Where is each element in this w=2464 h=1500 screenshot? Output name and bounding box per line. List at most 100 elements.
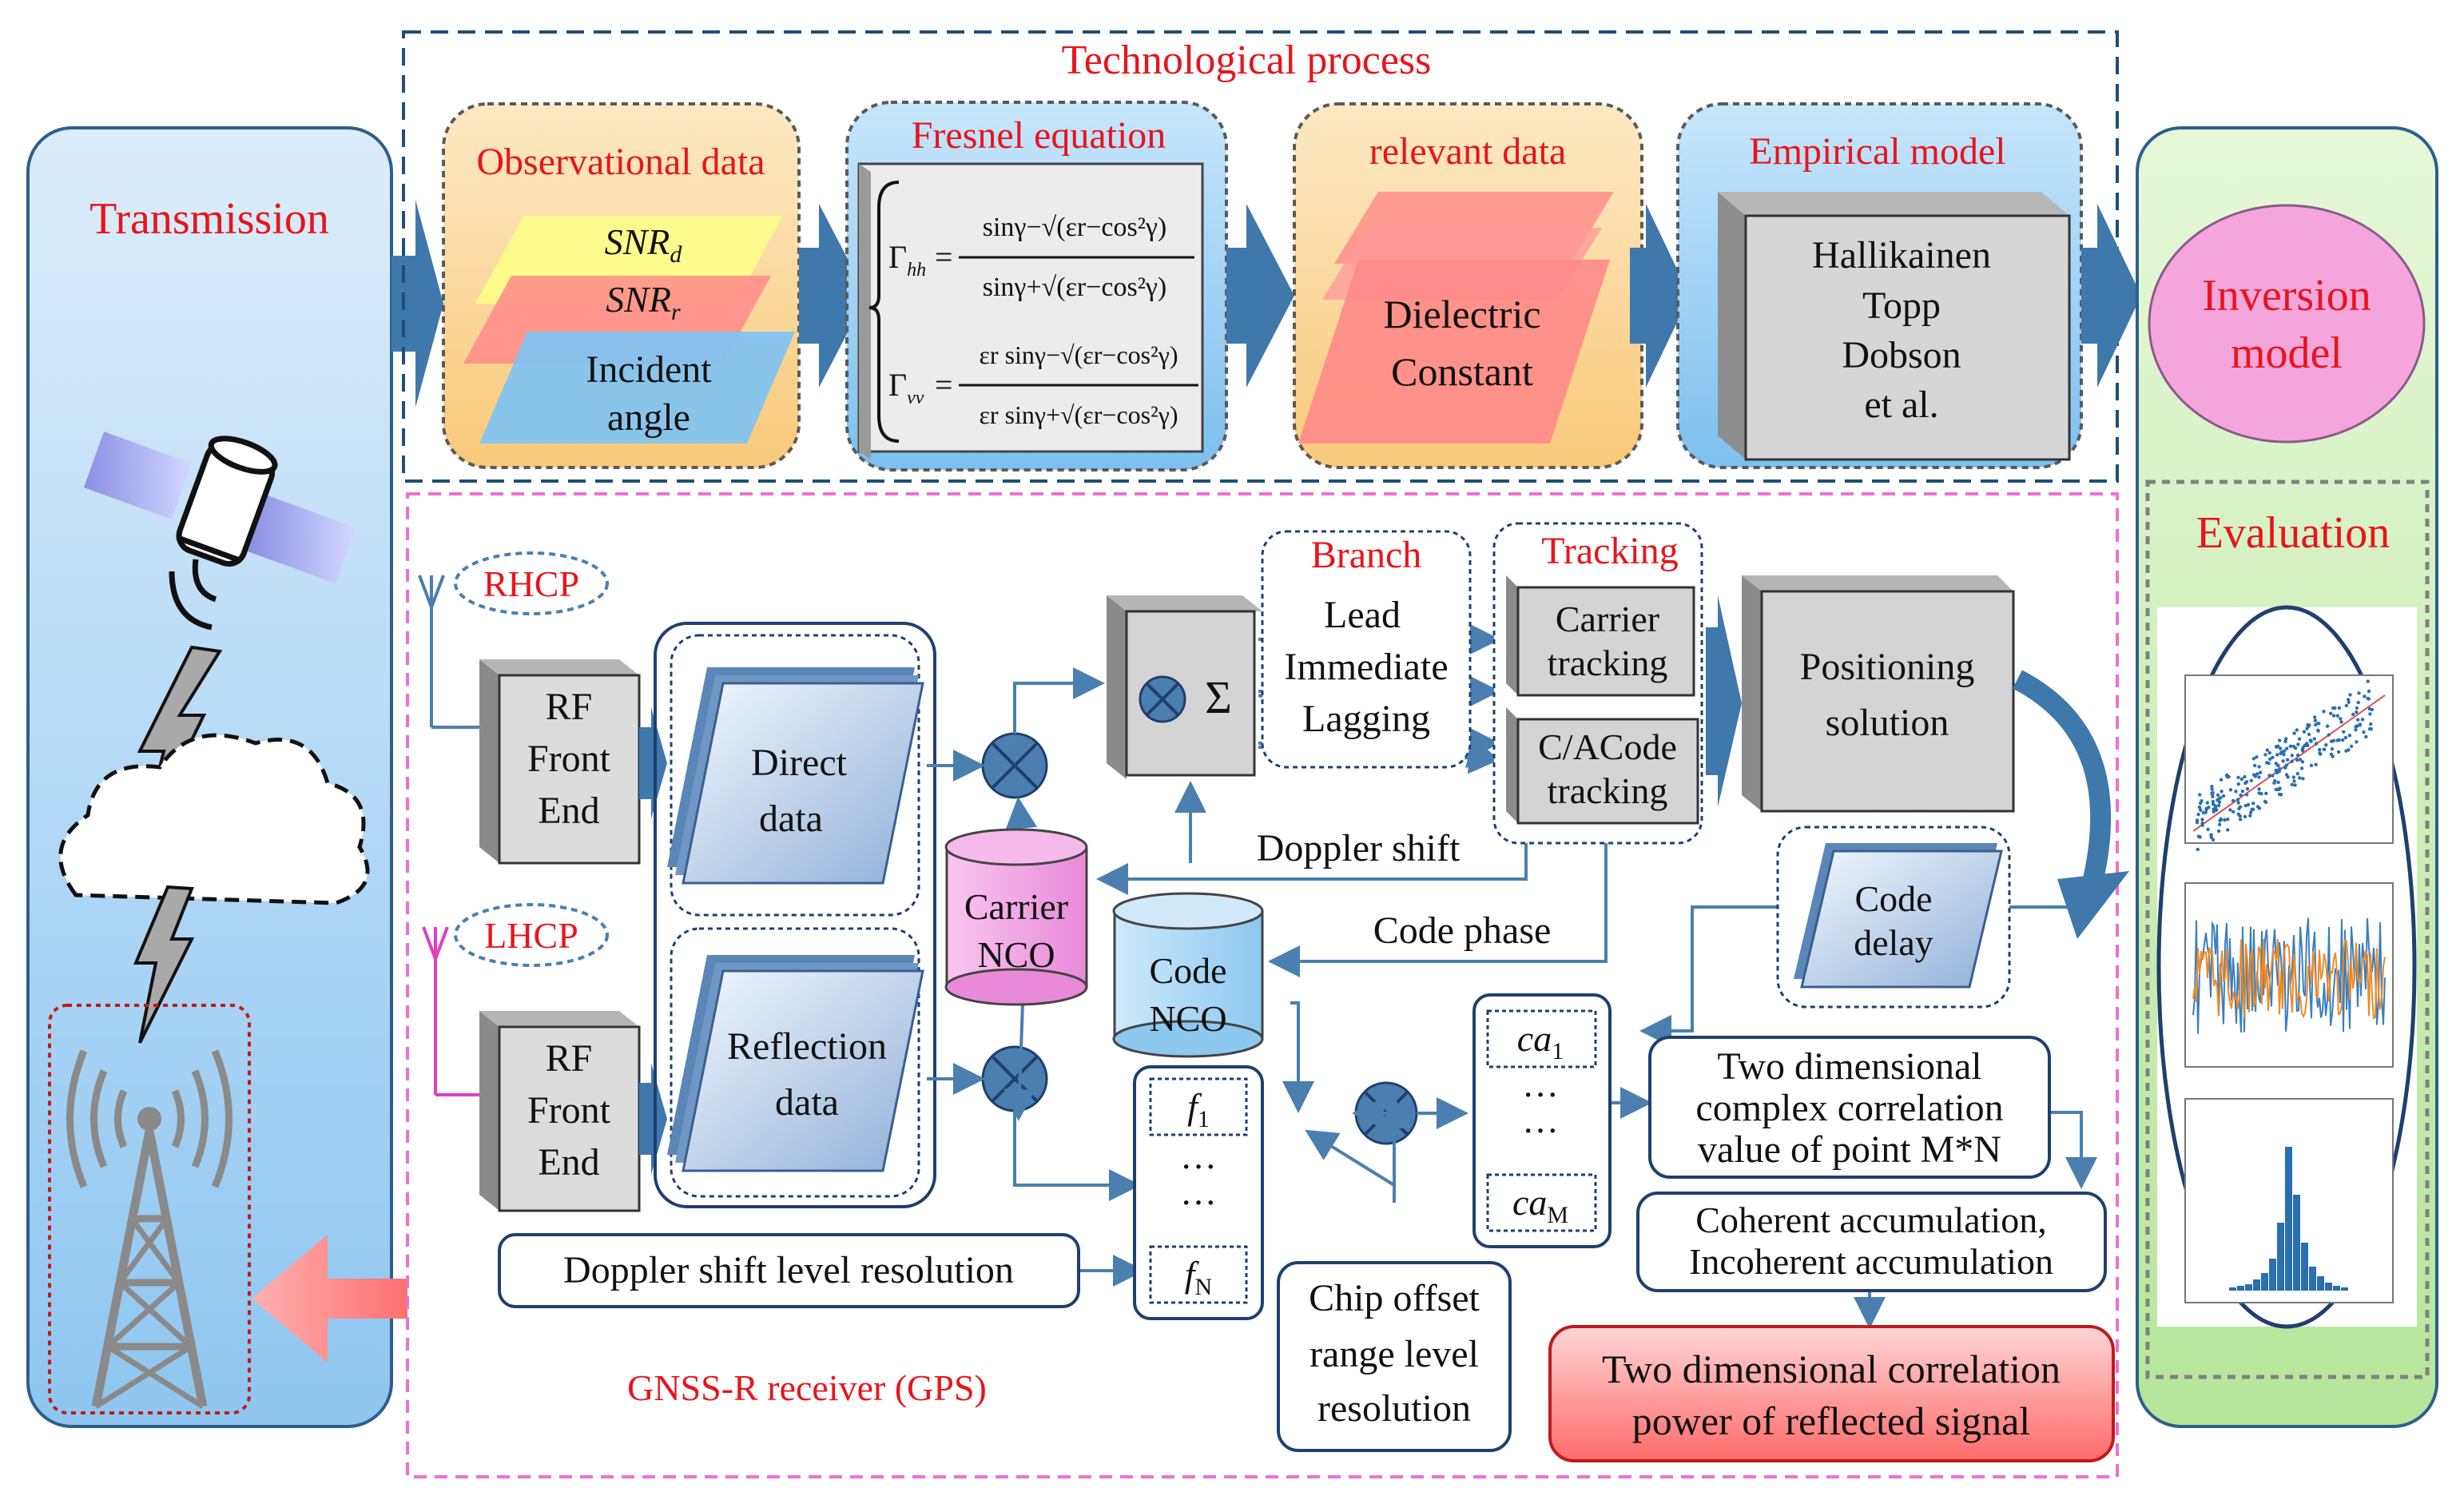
histogram-bar [2229, 1287, 2236, 1291]
scatter-point [2225, 773, 2229, 778]
scatter-point [2282, 749, 2287, 753]
scatter-point [2263, 799, 2267, 804]
scatter-point [2351, 712, 2355, 717]
scatter-point [2309, 763, 2314, 767]
scatter-point [2293, 783, 2297, 787]
receiver-frame [406, 492, 2119, 1478]
scatter-point [2335, 714, 2339, 718]
doppler-resolution-label: Doppler shift level resolution [563, 1249, 1014, 1291]
histogram-bar [2245, 1284, 2252, 1291]
scatter-point [2279, 751, 2283, 756]
accumulation-box [1636, 1192, 2107, 1292]
scatter-point [2296, 742, 2300, 746]
scatter-point [2292, 731, 2296, 735]
scatter-point [2285, 746, 2289, 750]
gamma-hh: Γhh [888, 239, 926, 281]
scatter-point [2251, 757, 2256, 761]
scatter-point [2217, 803, 2221, 808]
histogram-bar [2309, 1267, 2316, 1291]
scatter-point [2286, 775, 2290, 779]
chip-offset-line1: Chip offset [1309, 1277, 1480, 1319]
scatter-point [2284, 763, 2288, 767]
complex-correlation-line3: value of point M*N [1698, 1128, 2001, 1171]
scatter-point [2309, 739, 2313, 743]
scatter-point [2265, 748, 2269, 752]
scatter-point [2367, 689, 2371, 694]
scatter-point [2314, 742, 2319, 746]
scatter-point [2210, 791, 2214, 795]
scatter-point [2356, 718, 2360, 722]
scatter-point [2314, 762, 2318, 766]
scatter-point [2295, 728, 2299, 732]
svg-text:delay: delay [1854, 922, 1933, 963]
histogram-bar [2261, 1273, 2268, 1291]
scatter-point [2336, 750, 2341, 754]
dielectric-label: Dielectric [1383, 292, 1540, 336]
svg-text:NCO: NCO [1149, 998, 1226, 1039]
scatter-point [2358, 723, 2362, 727]
scatter-point [2363, 694, 2367, 698]
scatter-point [2228, 788, 2233, 792]
scatter-point [2255, 772, 2259, 776]
scatter-points [2195, 679, 2375, 852]
scatter-point [2322, 747, 2326, 751]
scatter-point [2255, 755, 2259, 759]
scatter-point [2231, 798, 2235, 803]
histogram-bar [2341, 1287, 2348, 1291]
svg-text:End: End [538, 790, 599, 832]
scatter-point [2349, 744, 2354, 749]
svg-text:RF: RF [546, 1037, 593, 1080]
scatter-point [2299, 766, 2304, 770]
correlation-power-box [1548, 1325, 2115, 1462]
fresnel-den-vv: εr sinγ+√(εr−cos²γ) [979, 400, 1178, 429]
svg-text:End: End [538, 1141, 599, 1184]
scatter-point [2307, 732, 2311, 737]
scatter-point [2278, 786, 2282, 790]
direct-data-shape: Direct data [667, 667, 924, 885]
scatter-point [2347, 734, 2352, 738]
fresnel-title: Fresnel equation [912, 114, 1166, 157]
scatter-point [2276, 780, 2280, 785]
scatter-point [2245, 793, 2249, 797]
scatter-point [2327, 733, 2331, 737]
histogram-bar [2237, 1286, 2244, 1291]
code-delay-shape: Code delay [1794, 843, 2003, 989]
branch-immediate: Immediate [1284, 646, 1448, 688]
scatter-point [2211, 794, 2215, 798]
scatter-point [2341, 738, 2345, 742]
scatter-point [2234, 790, 2238, 794]
correlator-block: Σ [1107, 595, 1262, 779]
svg-text:Code: Code [1854, 878, 1932, 919]
process-arrow-4 [2081, 204, 2141, 388]
relevant-title: relevant data [1369, 130, 1567, 173]
svg-text:C/ACode: C/ACode [1538, 726, 1677, 767]
scatter-point [2355, 710, 2359, 714]
scatter-point [2354, 725, 2358, 729]
scatter-point [2313, 715, 2317, 719]
scatter-point [2274, 762, 2279, 766]
scatter-point [2201, 810, 2206, 815]
svg-text:Positioning: Positioning [1800, 646, 1975, 688]
scatter-point [2291, 775, 2295, 779]
scatter-point [2347, 700, 2351, 704]
scatter-point [2275, 753, 2279, 757]
svg-text:Carrier: Carrier [964, 886, 1068, 927]
scatter-point [2312, 737, 2316, 741]
scatter-point [2301, 749, 2305, 753]
scatter-point [2329, 752, 2334, 756]
scatter-point [2356, 700, 2360, 705]
scatter-point [2200, 821, 2204, 826]
scatter-point [2205, 801, 2209, 805]
scatter-point [2368, 712, 2372, 716]
scatter-point [2295, 772, 2299, 776]
histogram-bar [2317, 1276, 2324, 1291]
scatter-point [2291, 744, 2295, 749]
snr-r-label: SNRr [606, 279, 681, 325]
scatter-point [2366, 696, 2370, 701]
scatter-point [2209, 833, 2213, 838]
scatter-point [2290, 754, 2294, 758]
incident-shape [479, 332, 795, 444]
scatter-point [2228, 808, 2232, 812]
scatter-point [2238, 818, 2243, 822]
